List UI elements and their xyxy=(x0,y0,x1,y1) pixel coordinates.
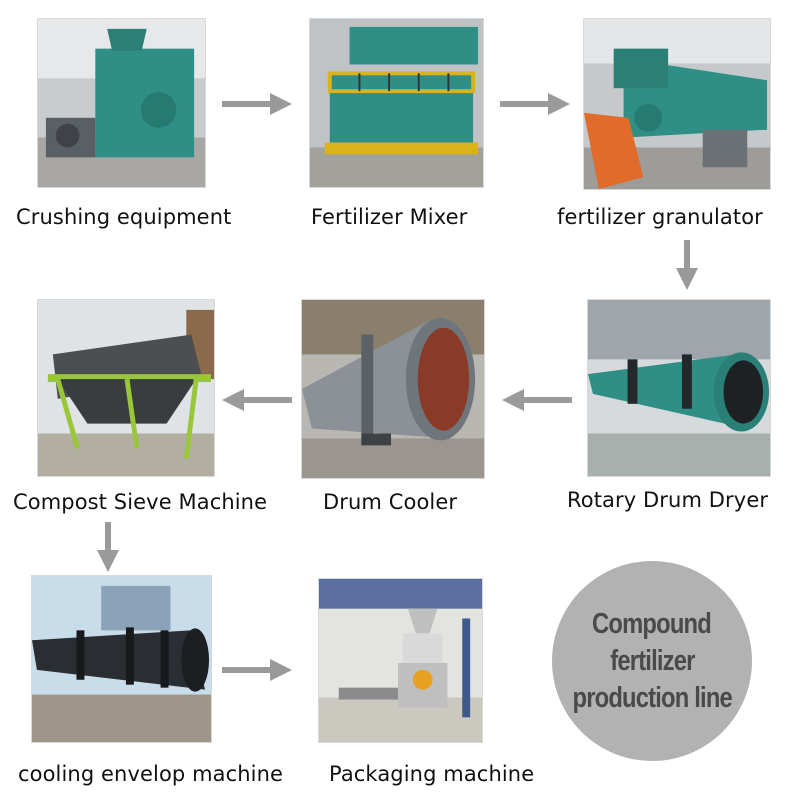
arrow-down-1 xyxy=(676,240,698,290)
crushing-equipment-photo xyxy=(37,18,206,188)
badge-line-1: Compound xyxy=(593,606,712,643)
step-label: Drum Cooler xyxy=(323,490,457,514)
step-label: Crushing equipment xyxy=(16,205,231,229)
step-label: Packaging machine xyxy=(329,762,534,786)
badge-line-2: fertilizer xyxy=(610,643,694,680)
fertilizer-mixer-photo xyxy=(309,18,484,188)
step-label: cooling envelop machine xyxy=(18,762,283,786)
badge-line-3: production line xyxy=(572,680,731,717)
rotary-drum-dryer-photo xyxy=(587,299,771,477)
arrow-left-2 xyxy=(502,389,572,411)
arrow-down-2 xyxy=(97,522,119,572)
cooling-envelop-machine-photo xyxy=(31,575,212,743)
arrow-right-1 xyxy=(222,93,292,115)
step-label: Rotary Drum Dryer xyxy=(567,488,768,512)
step-label: fertilizer granulator xyxy=(557,205,763,229)
step-label: Compost Sieve Machine xyxy=(13,490,267,514)
production-line-badge: Compound fertilizer production line xyxy=(552,561,752,761)
packaging-machine-photo xyxy=(318,578,483,743)
arrow-right-2 xyxy=(500,93,570,115)
arrow-right-3 xyxy=(222,659,292,681)
fertilizer-granulator-photo xyxy=(583,18,771,190)
compost-sieve-machine-photo xyxy=(37,299,215,477)
drum-cooler-photo xyxy=(301,299,485,479)
arrow-left-1 xyxy=(222,389,292,411)
step-label: Fertilizer Mixer xyxy=(311,205,467,229)
